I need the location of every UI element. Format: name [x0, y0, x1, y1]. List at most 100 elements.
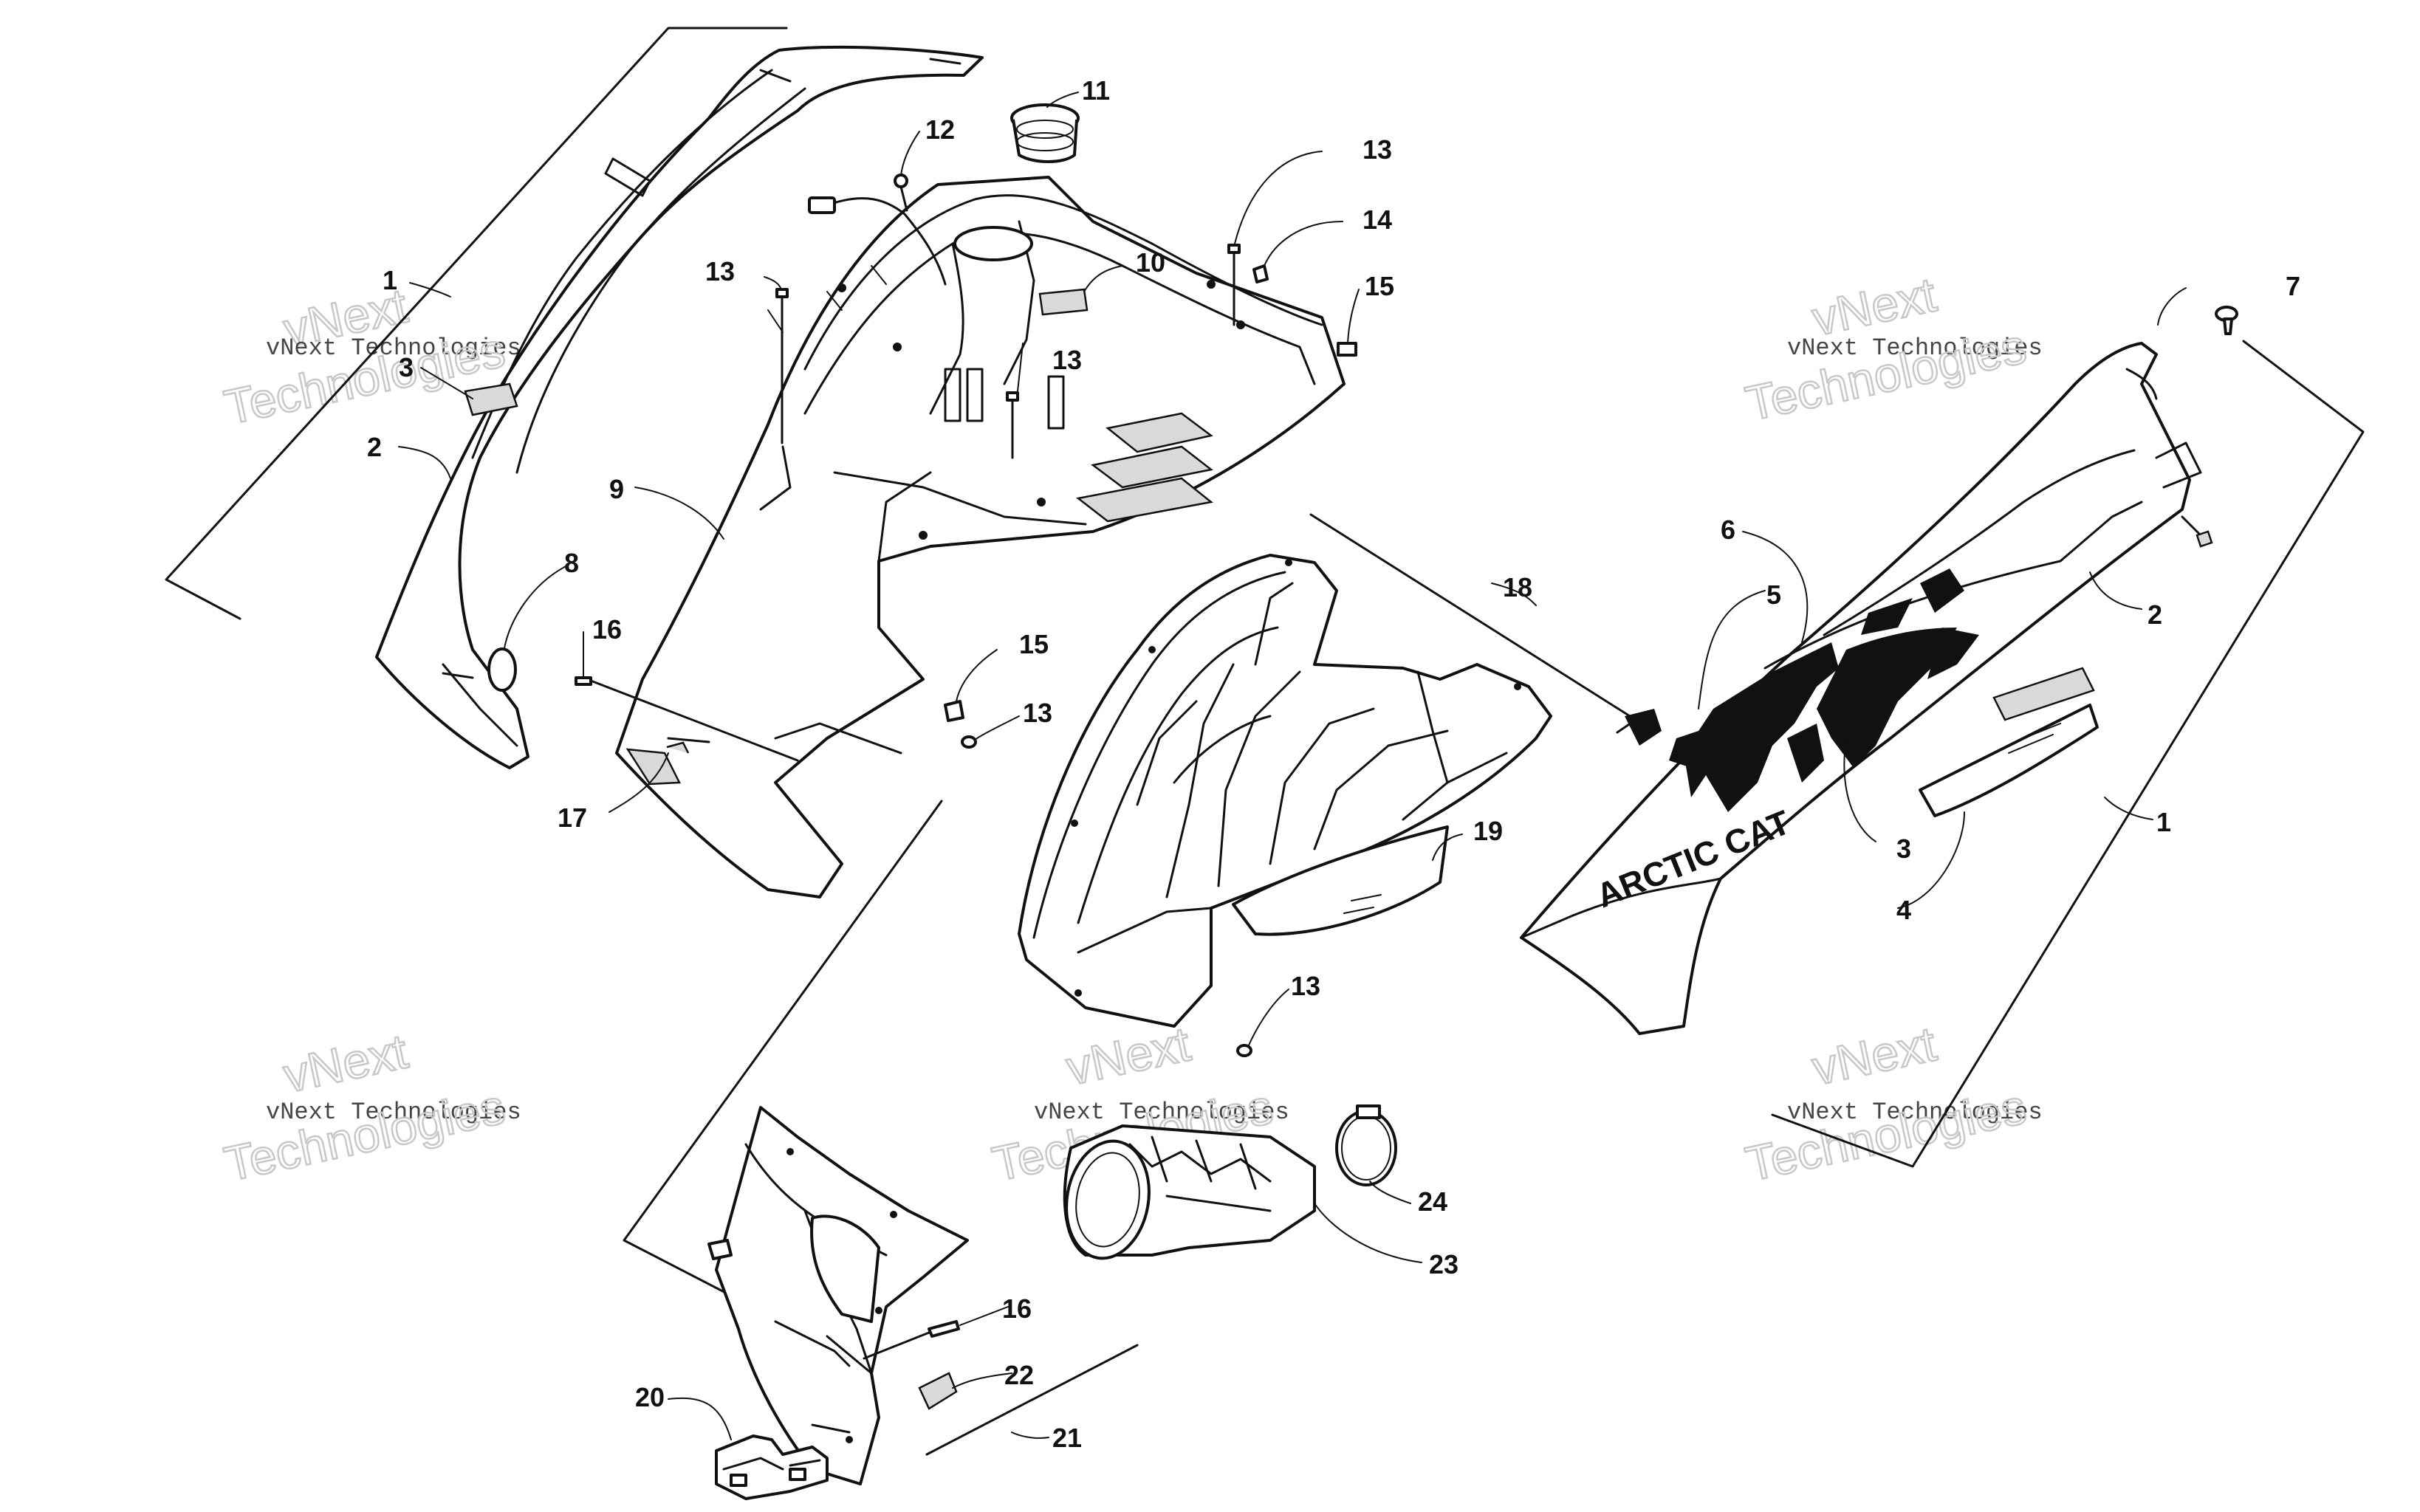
harness-wire [899, 185, 908, 212]
hood-console [929, 242, 964, 415]
filler-neck-opening [953, 226, 1033, 261]
inner-panel-hole [1074, 989, 1082, 997]
lower-nose-hole [786, 1148, 794, 1155]
heat-shield-19 [1232, 825, 1449, 936]
callout-13-side: 13 [1023, 698, 1052, 728]
hood-vent [1091, 445, 1213, 489]
watermark-text: vNext Technologies [1034, 1099, 1289, 1126]
inner-panel-rib [1269, 707, 1375, 865]
inner-panel-rib [1173, 715, 1272, 784]
callout-3-left: 3 [399, 352, 414, 382]
hood-slot [1047, 375, 1065, 430]
screw-head [1236, 1044, 1252, 1057]
bracket-detail [722, 1457, 821, 1471]
hood-hole [919, 531, 928, 540]
callout-1-right: 1 [2156, 807, 2171, 837]
hood-crease [877, 471, 932, 563]
leader-18 [1491, 583, 1537, 606]
right-side-panel-detail [2125, 368, 2158, 400]
clip-14 [1252, 264, 1269, 284]
callout-13-hood-center: 13 [1052, 345, 1082, 375]
wiring-harness-12 [808, 173, 947, 286]
callout-3-right: 3 [1896, 834, 1911, 864]
watermark-bottom-right: vNext vNext Technologies Technologies [1740, 1015, 2043, 1192]
leader-2b [2089, 571, 2142, 610]
lower-nose-hole [890, 1211, 897, 1218]
watermark-text: vNext Technologies [1787, 1099, 2043, 1126]
inner-panel-rib [1136, 700, 1198, 806]
watermark-text: vNext [1062, 1016, 1195, 1095]
leader-14 [1264, 221, 1343, 267]
leader-13b [1234, 151, 1323, 244]
inner-panel-hole [1514, 683, 1521, 690]
vent-decal-4 [1919, 704, 2099, 817]
watermark-text: vNext Technologies [1787, 334, 2043, 362]
hood-body [615, 176, 1346, 898]
inner-panel-outer [1018, 554, 1552, 1028]
leader-13d [974, 715, 1020, 740]
decal-22 [918, 1372, 958, 1410]
leader-10 [1083, 265, 1123, 292]
callout-14: 14 [1362, 205, 1392, 235]
lower-nose-hole [846, 1436, 853, 1443]
leader-1b [2104, 797, 2153, 820]
hood-vent [1076, 477, 1213, 523]
hood-lower-crease [774, 722, 902, 755]
bracket-tab [730, 1474, 747, 1487]
leader-8 [504, 564, 569, 649]
camo-graphic-5 [1669, 731, 1699, 768]
harness-wire [826, 197, 947, 286]
filler-boot-body [1012, 119, 1078, 163]
leader-11 [1046, 92, 1079, 108]
left-side-panel [375, 45, 984, 769]
bracket-group-1-left [165, 27, 788, 620]
camo-graphic-6 [1861, 598, 1913, 635]
camo-graphic-5 [1684, 642, 1839, 812]
heat-shield-detail [1343, 894, 1382, 914]
right-side-panel-crease [1763, 501, 2143, 670]
right-side-panel: ARCTIC CAT [1520, 342, 2213, 1035]
screw-13e [1236, 1044, 1252, 1057]
push-rivet-7 [2215, 306, 2238, 335]
bracket-20 [715, 1434, 829, 1500]
filler-boot-11 [1010, 103, 1080, 163]
callout-labels: 1 1 2 2 3 3 4 5 6 7 8 9 10 11 12 13 13 1… [367, 75, 2300, 1453]
decal-17 [666, 741, 690, 754]
left-side-panel-tab [604, 157, 651, 197]
screw-13c [1006, 391, 1019, 459]
left-side-panel-edge [442, 663, 518, 747]
inner-panel-rib [1217, 670, 1301, 887]
pin-16b [863, 1320, 960, 1360]
filler-boot-rib [1016, 132, 1074, 151]
callout-6: 6 [1721, 515, 1735, 545]
callout-20: 20 [635, 1382, 665, 1412]
pin-line [863, 1331, 930, 1360]
callout-7: 7 [2286, 271, 2300, 301]
watermark-text: vNext [1808, 1016, 1941, 1095]
leader-20 [668, 1397, 732, 1440]
nut-15a [1337, 342, 1357, 357]
inner-panel-rib [1313, 729, 1449, 850]
hood-nose-pan [615, 176, 1346, 898]
hose-clamp-24 [1335, 1104, 1397, 1186]
left-side-panel-detail [759, 58, 962, 83]
pin-16a [575, 676, 799, 762]
inner-panel-hole [1071, 819, 1078, 827]
air-intake-grid [1128, 1143, 1272, 1183]
lower-nose-rib [811, 1423, 851, 1434]
hood-inner-rim [803, 232, 1316, 415]
callout-13-inner-panel: 13 [1291, 971, 1320, 1001]
leader-3b [1843, 738, 1876, 842]
right-side-panel-bracket [2155, 441, 2202, 489]
air-intake-mouth-inner [1075, 1152, 1140, 1248]
camo-graphic-5 [1625, 709, 1662, 746]
lower-nose-clip [707, 1239, 733, 1260]
watermark-bottom-left: vNext vNext Technologies Technologies [219, 1023, 521, 1192]
leader-7 [2157, 287, 2187, 326]
leader-13e [1247, 989, 1289, 1048]
leader-2a [398, 446, 451, 479]
hood-bracket [759, 445, 792, 511]
hood-inner-rim [803, 194, 1323, 371]
vent-decal-4-detail [2008, 723, 2061, 754]
